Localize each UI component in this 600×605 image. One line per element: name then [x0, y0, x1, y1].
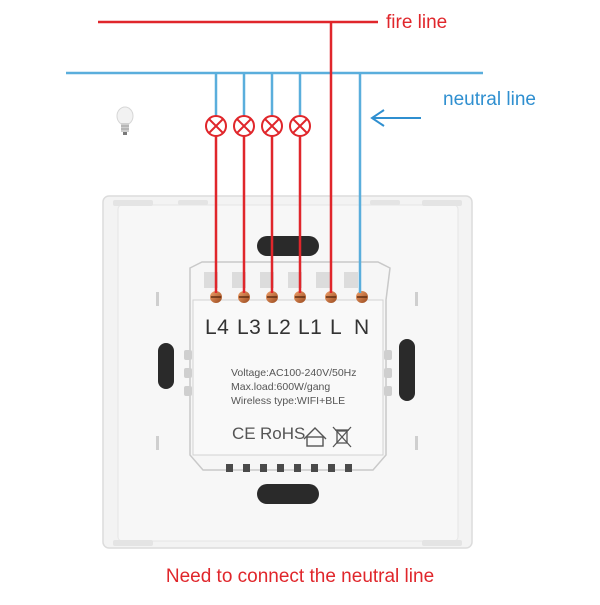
- terminal-screws: [210, 291, 368, 303]
- terminal-label-l4: L4: [205, 316, 230, 339]
- ce-mark: CE: [232, 424, 256, 443]
- terminal-label-l1: L1: [298, 316, 323, 339]
- light-bulb-icon: [116, 106, 134, 135]
- fire-line-label: fire line: [386, 12, 448, 33]
- terminal-screw: [356, 291, 368, 303]
- terminal-screw: [325, 291, 337, 303]
- spec-max-load: Max.load:600W/gang: [231, 381, 331, 393]
- house-icon: [303, 427, 327, 447]
- plate-side-slots: [156, 292, 418, 450]
- spec-voltage: Voltage:AC100-240V/50Hz: [231, 367, 357, 379]
- terminal-label-n: N: [354, 316, 370, 339]
- rohs-mark: RoHS: [260, 424, 306, 443]
- terminal-screw: [210, 291, 222, 303]
- crossed-bin-icon: [332, 426, 352, 448]
- terminal-screw: [294, 291, 306, 303]
- lamp-circuits: [214, 73, 302, 293]
- neutral-line-note: Need to connect the neutral line: [165, 566, 435, 587]
- spec-wireless-type: Wireless type:WIFI+BLE: [231, 395, 346, 407]
- terminal-label-l: L: [330, 316, 343, 339]
- neutral-line-label: neutral line: [443, 89, 536, 110]
- terminal-label-l2: L2: [267, 316, 292, 339]
- terminal-label-l3: L3: [237, 316, 262, 339]
- switch-module: [184, 261, 392, 472]
- terminal-screw: [266, 291, 278, 303]
- plate-corner-notches: [113, 200, 462, 546]
- terminal-screw: [238, 291, 250, 303]
- arrow-left-icon: [370, 109, 421, 127]
- lamp-symbol-icon: [205, 115, 311, 137]
